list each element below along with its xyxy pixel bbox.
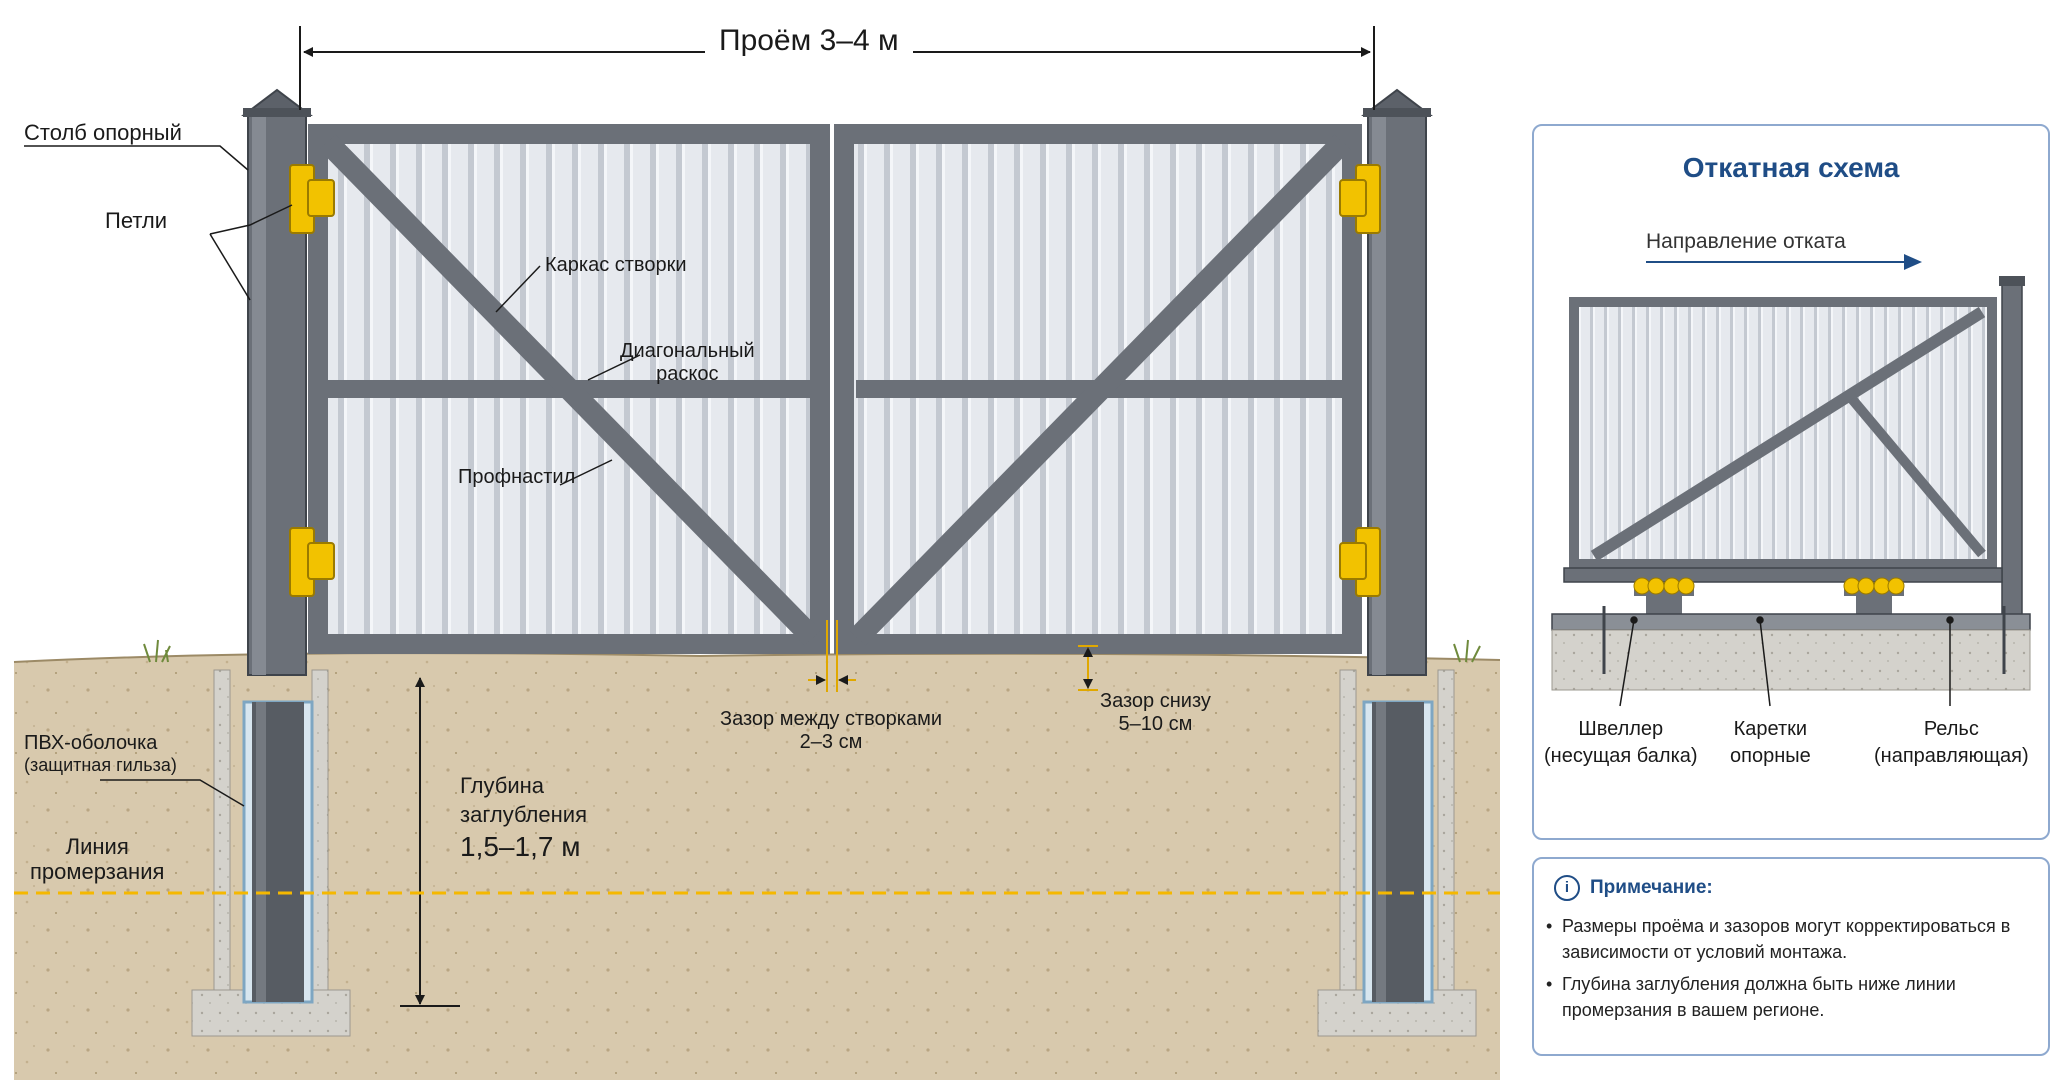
gap-between-label: Зазор между створками 2–3 см (720, 708, 942, 754)
gap-bottom-marker (1078, 645, 1098, 691)
frame-label: Каркас створки (545, 254, 687, 276)
left-gate-leaf (308, 124, 830, 654)
diagonal-label: Диагональный раскос (620, 340, 755, 386)
carriages-label: Каретки опорные (1730, 716, 1811, 770)
depth-label-line2: заглубления (460, 801, 587, 827)
depth-label-line1: Глубина (460, 773, 545, 798)
slide-direction-label: Направление отката (1646, 230, 1846, 253)
channel-label: Швеллер (несущая балка) (1544, 716, 1698, 770)
left-footing (191, 669, 351, 1037)
rail-label-line1: Рельс (1923, 718, 1979, 740)
pvc-label-line1: ПВХ-оболочка (24, 732, 158, 754)
rail-label: Рельс (направляющая) (1874, 716, 2029, 770)
frost-label-line2: промерзания (30, 859, 165, 885)
gap-bottom-value: 5–10 см (1118, 713, 1193, 735)
carriage-icon (1633, 577, 1695, 616)
sliding-gate-drawing (1551, 254, 2031, 707)
depth-value: 1,5–1,7 м (460, 831, 581, 863)
post-label: Столб опорный (24, 120, 182, 145)
note-panel: i Примечание: Размеры проёма и зазоров мо… (1532, 857, 2050, 1056)
diagonal-label-line1: Диагональный (620, 340, 755, 362)
frost-label-line1: Линия (65, 834, 129, 859)
channel-label-line2: (несущая балка) (1544, 745, 1698, 767)
grass (143, 639, 1481, 663)
leader-lines (24, 145, 641, 807)
rail-label-line2: (направляющая) (1874, 745, 2029, 767)
gap-between-value: 2–3 см (799, 731, 863, 753)
carriages-label-line2: опорные (1730, 745, 1811, 767)
gap-bottom-label: Зазор снизу 5–10 см (1100, 690, 1211, 736)
sheeting-label: Профнастил (458, 466, 576, 488)
soil (14, 653, 1500, 1080)
pvc-label-line2: (защитная гильза) (24, 755, 177, 775)
depth-label: Глубина заглубления 1,5–1,7 м (460, 772, 587, 866)
carriages-label-line1: Каретки (1733, 718, 1808, 740)
pvc-label: ПВХ-оболочка (защитная гильза) (24, 732, 177, 776)
sliding-scheme-panel: Откатная схема Направление отката (1532, 124, 2050, 840)
note-header: i Примечание: (1554, 875, 1713, 901)
note-title: Примечание: (1590, 877, 1713, 899)
sliding-scheme-title: Откатная схема (1682, 152, 1900, 183)
note-item: Размеры проёма и зазоров могут корректир… (1546, 913, 2032, 965)
right-gate-leaf (834, 124, 1362, 654)
diagonal-label-line2: раскос (656, 363, 719, 385)
gap-bottom-title: Зазор снизу (1100, 690, 1211, 712)
gap-between-title: Зазор между створками (720, 708, 943, 730)
depth-dimension (400, 677, 460, 1007)
carriage-icon (1843, 577, 1905, 616)
frost-label: Линия промерзания (30, 834, 164, 885)
hinge-icon (289, 164, 1381, 597)
span-label: Проём 3–4 м (705, 24, 913, 59)
note-item: Глубина заглубления должна быть ниже лин… (1546, 971, 2032, 1023)
hinges-label: Петли (105, 208, 168, 233)
channel-label-line1: Швеллер (1578, 718, 1664, 740)
info-icon: i (1554, 875, 1580, 901)
gap-between-marker (808, 620, 856, 692)
